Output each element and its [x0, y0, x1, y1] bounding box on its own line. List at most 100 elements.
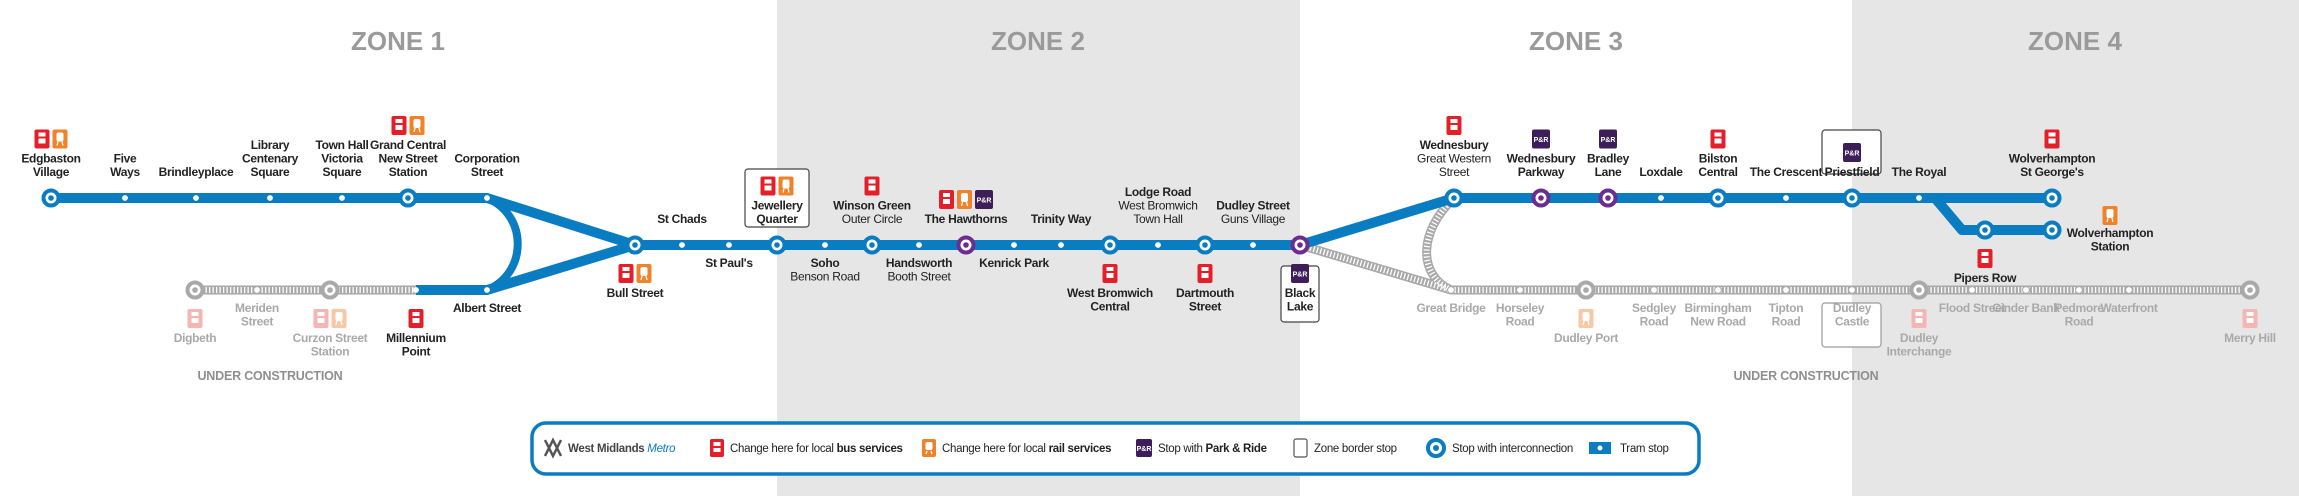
interchange-marker[interactable] — [1100, 235, 1120, 255]
tram-stop-marker[interactable] — [484, 287, 490, 293]
tram-stop-marker[interactable] — [2125, 286, 2133, 294]
station-dudley-port[interactable]: Dudley Port — [1554, 280, 1619, 346]
interchange-marker[interactable] — [767, 235, 787, 255]
interchange-marker[interactable] — [1842, 188, 1862, 208]
station-st-chads[interactable]: St Chads — [657, 212, 708, 248]
tram-stop-marker[interactable] — [413, 287, 419, 293]
tram-stop-marker[interactable] — [267, 195, 273, 201]
tram-stop-marker[interactable] — [1782, 286, 1790, 294]
station-cinder-bank[interactable]: Cinder Bank — [1992, 286, 2061, 315]
tram-stop-marker[interactable] — [253, 286, 261, 294]
interchange-marker[interactable] — [185, 280, 205, 300]
station-pipers-row[interactable]: Pipers Row — [1954, 220, 2017, 286]
station-waterfront[interactable]: Waterfront — [2100, 286, 2158, 315]
station-flood-street[interactable]: Flood Street — [1939, 286, 2006, 315]
interchange-marker[interactable] — [1708, 188, 1728, 208]
tram-stop-marker[interactable] — [1011, 242, 1017, 248]
interchange-marker[interactable] — [1598, 188, 1618, 208]
tram-stop-marker[interactable] — [679, 242, 685, 248]
tram-stop-marker[interactable] — [193, 195, 199, 201]
interchange-marker[interactable] — [1531, 188, 1551, 208]
interchange-marker[interactable] — [2042, 220, 2062, 240]
tram-stop-marker[interactable] — [916, 242, 922, 248]
station-bull-street[interactable]: Bull Street — [607, 235, 664, 301]
tram-stop-marker[interactable] — [1058, 242, 1064, 248]
tram-stop-marker[interactable] — [1916, 195, 1922, 201]
interchange-marker[interactable] — [41, 188, 61, 208]
interchange-marker[interactable] — [956, 235, 976, 255]
tram-stop-marker[interactable] — [1783, 195, 1789, 201]
interchange-marker[interactable] — [2042, 188, 2062, 208]
station-digbeth[interactable]: Digbeth — [174, 280, 217, 346]
station-great-bridge[interactable]: Great Bridge — [1416, 286, 1486, 315]
tram-stop-marker[interactable] — [1658, 195, 1664, 201]
tram-stop-marker[interactable] — [822, 242, 828, 248]
tram-stop-marker[interactable] — [1650, 286, 1658, 294]
station-albert-street[interactable]: Albert Street — [453, 287, 522, 315]
interchange-marker[interactable] — [398, 188, 418, 208]
tram-stop-marker[interactable] — [484, 195, 490, 201]
interchange-marker[interactable] — [2240, 280, 2260, 300]
tram-stop-marker[interactable] — [2022, 286, 2030, 294]
interchange-marker[interactable] — [1444, 188, 1464, 208]
tram-stop-marker[interactable] — [1714, 286, 1722, 294]
station-merry-hill[interactable]: Merry Hill — [2224, 280, 2276, 346]
station-brindleyplace[interactable]: Brindleyplace — [159, 165, 234, 201]
station-the-royal[interactable]: The Royal — [1892, 165, 1947, 201]
interchange-marker[interactable] — [1975, 220, 1995, 240]
tram-stop-marker[interactable] — [1250, 242, 1256, 248]
tram-stop-marker[interactable] — [726, 242, 732, 248]
station-st-pauls[interactable]: St Paul's — [705, 242, 754, 270]
interchange-marker[interactable] — [625, 235, 645, 255]
interchange-marker[interactable] — [862, 235, 882, 255]
station-trinity-way[interactable]: Trinity Way — [1031, 212, 1092, 248]
interchange-marker[interactable] — [320, 280, 340, 300]
tram-stop-marker[interactable] — [1155, 242, 1161, 248]
interchange-marker[interactable] — [1195, 235, 1215, 255]
tram-stop-marker[interactable] — [1516, 286, 1524, 294]
tram-stop-marker[interactable] — [1848, 286, 1856, 294]
tram-stop-marker[interactable] — [1447, 286, 1455, 294]
interchange-marker[interactable] — [1290, 235, 1310, 255]
station-the-crescent[interactable]: The Crescent — [1750, 165, 1823, 201]
station-kenrick-park[interactable]: Kenrick Park — [979, 242, 1050, 270]
tram-stop-marker[interactable] — [122, 195, 128, 201]
tram-stop-marker[interactable] — [339, 195, 345, 201]
interchange-marker[interactable] — [1909, 280, 1929, 300]
tram-stop-marker[interactable] — [2075, 286, 2083, 294]
station-loxdale[interactable]: Loxdale — [1639, 165, 1684, 201]
interchange-marker[interactable] — [1576, 280, 1596, 300]
